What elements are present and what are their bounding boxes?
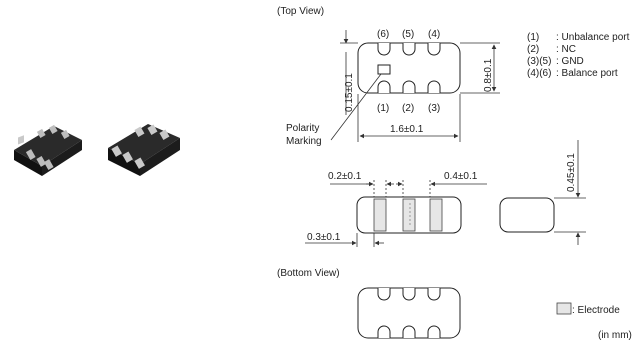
svg-text:0.2±0.1: 0.2±0.1: [328, 171, 362, 182]
svg-text:1.6±0.1: 1.6±0.1: [390, 124, 424, 135]
dim-electrode-width: 0.2±0.1: [328, 171, 394, 187]
side-view-extension-lines: [356, 180, 431, 247]
legend-desc-4: : Balance port: [556, 68, 618, 79]
pin-1-label: (1): [377, 103, 389, 114]
legend-id-4: (4)(6): [527, 68, 551, 79]
svg-text:0.3±0.1: 0.3±0.1: [307, 232, 341, 243]
pin-6-label: (6): [377, 29, 389, 40]
legend-id-3: (3)(5): [527, 56, 551, 67]
pin-5-label: (5): [402, 29, 414, 40]
chip-photo-right: [108, 124, 180, 176]
legend-id-2: (2): [527, 44, 539, 55]
dim-length: 1.6±0.1: [357, 94, 461, 142]
top-view-package: [357, 42, 461, 94]
polarity-leader: Polarity Marking: [286, 73, 382, 147]
polarity-marking: [377, 64, 391, 75]
units-label: (in mm): [598, 330, 632, 341]
dim-electrode-pitch: 0.4±0.1: [396, 171, 487, 187]
electrode-swatch: [556, 302, 572, 315]
pin-3-label: (3): [428, 103, 440, 114]
legend-desc-1: : Unbalance port: [556, 32, 630, 43]
dim-height-top: 0.8±0.1: [460, 42, 500, 94]
svg-text:0.45±0.1: 0.45±0.1: [566, 153, 577, 192]
svg-text:0.4±0.1: 0.4±0.1: [444, 171, 478, 182]
bottom-view-package: [357, 287, 461, 339]
pin-2-label: (2): [402, 103, 414, 114]
dim-marking-offset: 0.15±0.1: [340, 30, 358, 115]
bottom-view-label: (Bottom View): [277, 268, 340, 279]
side-view-package: [356, 196, 462, 234]
pin-4-label: (4): [428, 29, 440, 40]
polarity-label-line2: Marking: [286, 136, 322, 147]
legend-id-1: (1): [527, 32, 539, 43]
legend-desc-2: : NC: [556, 44, 576, 55]
polarity-label-line1: Polarity: [286, 123, 319, 134]
electrode-legend-label: : Electrode: [572, 305, 620, 316]
legend-desc-3: : GND: [556, 56, 584, 67]
pin-legend: (1) : Unbalance port (2) : NC (3)(5) : G…: [527, 32, 630, 79]
dim-end-offset: 0.3±0.1: [305, 232, 384, 246]
electrode-legend: : Electrode: [556, 302, 620, 316]
top-view-label: (Top View): [277, 6, 324, 17]
chip-photo-left: [14, 124, 82, 176]
end-view-package: 0.45±0.1: [499, 140, 586, 245]
svg-text:0.15±0.1: 0.15±0.1: [344, 73, 355, 112]
svg-text:0.8±0.1: 0.8±0.1: [483, 58, 494, 92]
